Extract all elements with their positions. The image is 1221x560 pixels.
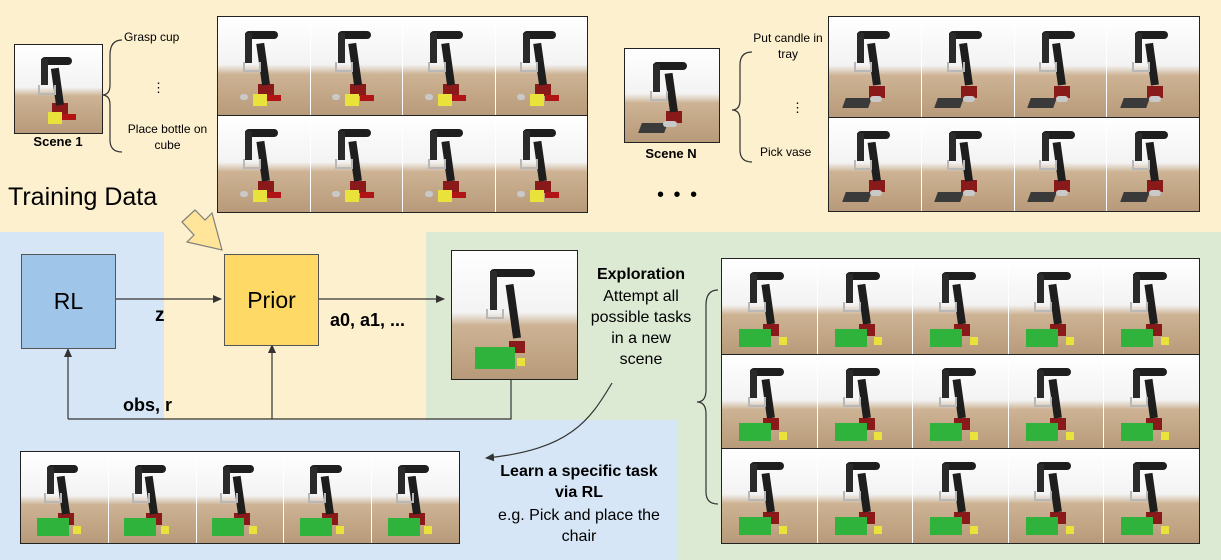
training-to-prior-arrow [181, 209, 223, 251]
training-data-heading: Training Data [8, 183, 158, 211]
exploration-strip-2 [721, 354, 1200, 450]
scene-n-brace [731, 51, 753, 163]
scene-n-label: Scene N [645, 146, 697, 161]
scene-1-demo-strip-1 [217, 16, 588, 117]
scene-1-label: Scene 1 [33, 134, 83, 149]
exploration-brace [696, 289, 719, 505]
exploration-title: Exploration [596, 266, 685, 283]
learn-body: e.g. Pick and place the chair [498, 507, 660, 545]
actions-label: a0, a1, ... [330, 310, 406, 330]
scene-1-demo-strip-2 [217, 115, 588, 213]
scene-1-image [14, 44, 103, 134]
scene-n-task-bottom: Pick vase [760, 145, 812, 159]
z-label: z [155, 305, 165, 326]
scene-1-task-bottom: Place bottle on cube [127, 122, 208, 152]
scene-1-task-top: Grasp cup [124, 30, 180, 44]
prior-label: Prior [247, 286, 296, 313]
more-scenes-dots: • • • [657, 184, 700, 206]
rl-label: RL [53, 288, 84, 314]
scene-n-task-top: Put candle in tray [753, 31, 823, 61]
scene-n-image [624, 48, 720, 143]
rl-box: RL [21, 254, 116, 349]
obs-reward-label: obs, r [123, 395, 173, 415]
exploration-body: Attempt all possible tasks in a new scen… [590, 288, 692, 368]
exploration-strip-3 [721, 448, 1200, 544]
scene-1-ellipsis: ⋮ [152, 80, 165, 95]
scene-n-demo-strip-1 [828, 16, 1200, 119]
exploration-to-learn-arrow [485, 382, 613, 462]
scene-n-ellipsis: ⋮ [791, 100, 804, 115]
learn-title: Learn a specific task via RL [500, 463, 658, 501]
scene-1-brace [101, 39, 123, 153]
scene-n-demo-strip-2 [828, 117, 1200, 212]
new-scene-image [451, 250, 578, 380]
learn-task-strip [20, 451, 460, 544]
prior-box: Prior [224, 254, 319, 346]
exploration-strip-1 [721, 258, 1200, 356]
obs-feedback-line [68, 379, 512, 420]
